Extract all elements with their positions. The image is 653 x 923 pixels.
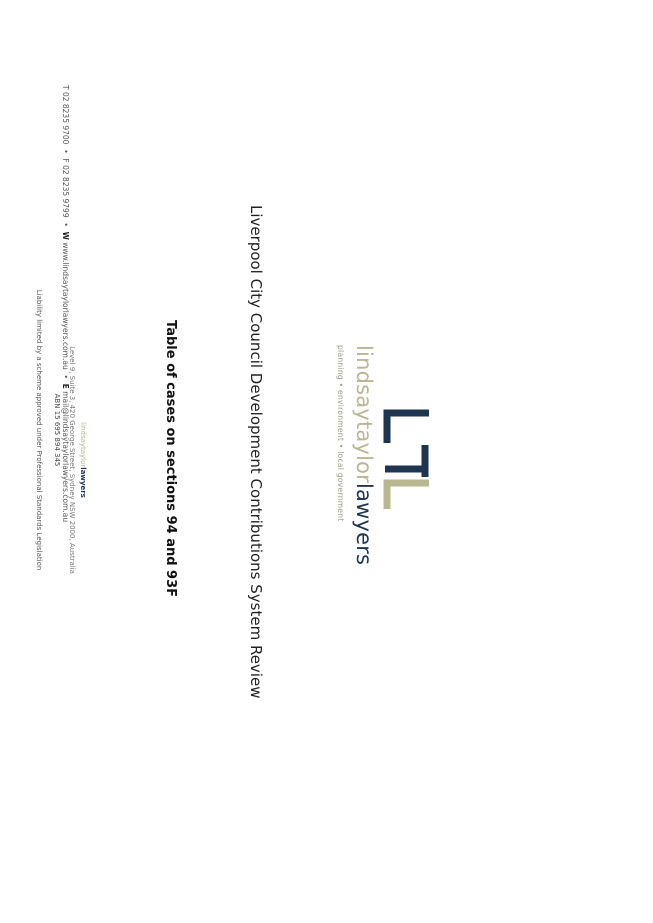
document-title: Liverpool City Council Development Contr… [247, 205, 265, 699]
logo-word-light: lindsaytaylor [352, 345, 376, 483]
footer-web[interactable]: www.lindsaytaylorlawyers.com.au [61, 242, 70, 370]
ltl-monogram-icon [383, 409, 429, 509]
firm-logo: lindsaytaylorlawyers planning • environm… [331, 345, 431, 565]
footer-brand-light: lindsaytaylor [79, 422, 87, 468]
logo-wordmark: lindsaytaylorlawyers [352, 345, 376, 565]
footer-brand-dark: lawyers [79, 467, 87, 498]
footer-liability: Liability limited by a scheme approved u… [35, 289, 43, 571]
footer-email-label: E [61, 383, 70, 389]
footer-abn: ABN 15 695 894 345 [53, 393, 61, 467]
footer-email[interactable]: mail@lindsaytaylorlawyers.com.au [61, 391, 70, 523]
footer-telephone: T 02 8235 9700 [61, 85, 70, 145]
document-subtitle: Table of cases on sections 94 and 93F [163, 320, 178, 598]
footer-web-label: W [61, 231, 70, 240]
footer-contact-line: T 02 8235 9700 • F 02 8235 9799 • W www.… [61, 85, 70, 523]
footer-brand: lindsaytaylorlawyers [77, 150, 88, 770]
logo-word-dark: lawyers [352, 483, 376, 566]
footer-fax: F 02 8235 9799 [61, 158, 70, 218]
logo-tagline: planning • environment • local governmen… [336, 345, 345, 522]
